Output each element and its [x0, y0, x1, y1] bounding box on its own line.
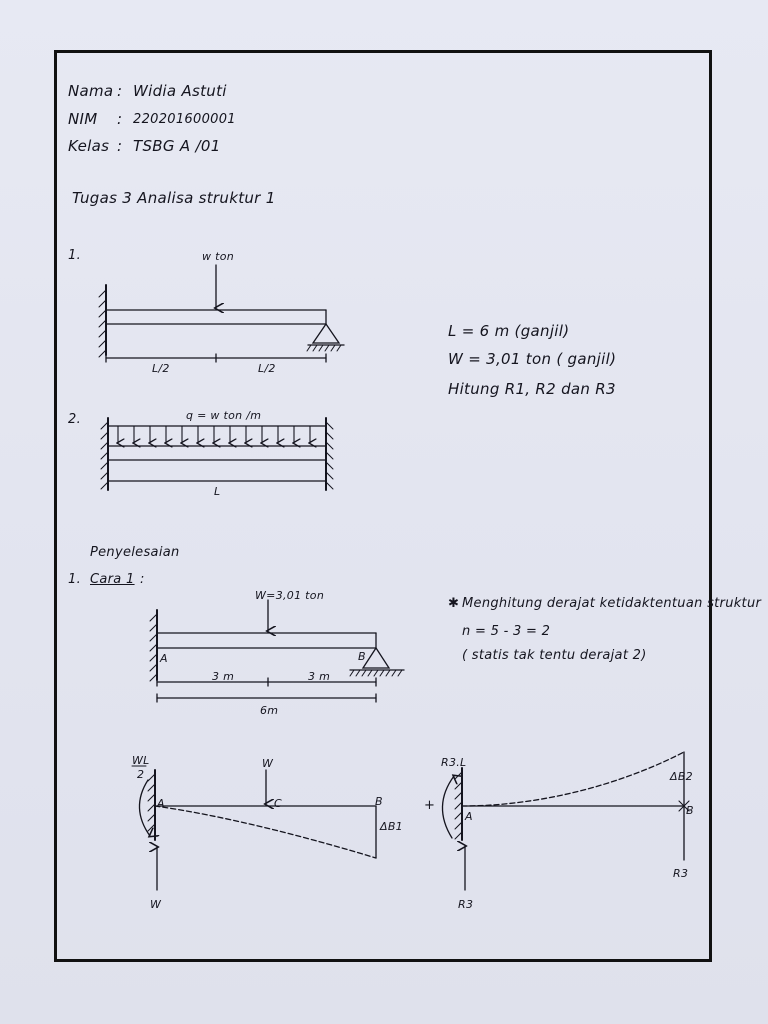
note-star: ✱ [448, 596, 460, 611]
given-line1: L = 6 m (ganjil) [448, 322, 570, 340]
kelas-value: TSBG A /01 [133, 137, 221, 155]
left-deflection-diagram [131, 765, 377, 891]
solution-span-right: 3 m [308, 670, 331, 683]
solution-span-total: 6m [260, 704, 279, 717]
diagram-right-node-b: B [686, 804, 694, 817]
nim-value: 220201600001 [133, 112, 236, 127]
nim-label: NIM [68, 110, 98, 128]
diagram-left-reaction: W [150, 898, 162, 911]
given-line3: Hitung R1, R2 dan R3 [448, 380, 616, 398]
solution-node-b: B [358, 650, 366, 663]
moment-wl-num: WL [132, 754, 150, 767]
problem2-number: 2. [68, 412, 82, 427]
kelas-label: Kelas [68, 137, 110, 155]
nama-colon: : [117, 82, 123, 100]
kelas-colon: : [117, 137, 123, 155]
diagram-right-deflection: ΔB2 [670, 770, 693, 783]
solution-span-left: 3 m [212, 670, 235, 683]
note-line2: n = 5 - 3 = 2 [462, 624, 551, 639]
page-frame [54, 50, 712, 962]
given-line2: W = 3,01 ton ( ganjil) [448, 350, 617, 368]
diagram-right-reaction-left: R3 [458, 898, 474, 911]
diagram-left-load: W [262, 757, 274, 770]
note-line1: Menghitung derajat ketidaktentuan strukt… [462, 596, 762, 611]
problem1-beam-diagram [98, 264, 345, 363]
diagram-plus-sign: + [424, 798, 436, 813]
problem2-beam-diagram [100, 417, 334, 491]
solution-load-label: W=3,01 ton [255, 589, 325, 602]
solution-node-a: A [160, 652, 168, 665]
solution-heading: Penyelesaian [90, 545, 180, 560]
assignment-title: Tugas 3 Analisa struktur 1 [72, 189, 276, 207]
problem1-number: 1. [68, 248, 82, 263]
moment-r3l: R3.L [441, 756, 467, 769]
diagram-left-node-b: B [375, 795, 383, 808]
diagram-left-node-a: A [157, 797, 165, 810]
note-line3: ( statis tak tentu derajat 2) [462, 648, 647, 663]
nama-value: Widia Astuti [133, 82, 227, 100]
diagram-left-deflection: ΔB1 [380, 820, 403, 833]
right-deflection-diagram [441, 751, 690, 891]
diagram-right-reaction-right: R3 [673, 867, 689, 880]
diagram-right-node-a: A [465, 810, 473, 823]
problem1-span-left: L/2 [152, 362, 170, 375]
diagram-left-node-c: C [274, 797, 282, 810]
cara-colon: : [140, 572, 145, 587]
cara-number: 1. [68, 572, 82, 587]
moment-wl-den: 2 [137, 768, 145, 781]
nim-colon: : [117, 110, 123, 128]
solution-beam-diagram [149, 599, 405, 703]
cara-label: Cara 1 [90, 572, 135, 587]
nama-label: Nama [68, 82, 114, 100]
problem2-span-label: L [214, 485, 221, 498]
problem1-load-label: w ton [202, 250, 235, 263]
problem1-span-right: L/2 [258, 362, 276, 375]
problem2-load-label: q = w ton /m [186, 409, 262, 422]
